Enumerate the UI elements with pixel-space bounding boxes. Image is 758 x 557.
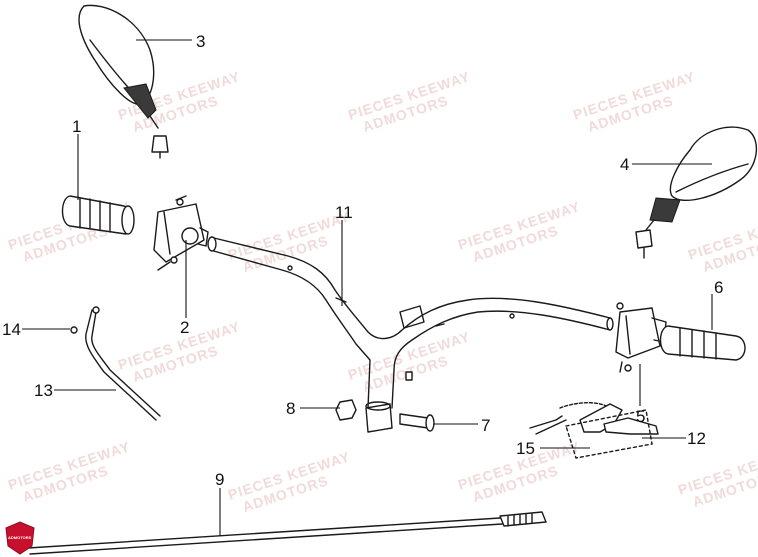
callout-6: 6 [714,278,723,297]
callout-12: 12 [687,429,706,448]
right-throttle-grip [659,325,746,361]
left-grip [61,195,135,235]
callout-2: 2 [180,318,189,337]
callout-3: 3 [196,32,205,51]
callout-14: 14 [2,320,21,339]
handlebar [207,236,614,409]
callout-15: 15 [516,439,535,458]
bar-clamp [365,401,393,433]
long-cable [27,511,547,555]
nut [335,399,357,421]
callout-5: 5 [636,407,645,426]
callout-7: 7 [481,416,490,435]
callout-1: 1 [72,117,81,136]
callout-4: 4 [620,155,629,174]
right-mirror [635,126,758,259]
leader-lines [22,39,713,536]
throttle-cable [70,306,161,421]
logo-text: ADMOTORS [8,535,32,540]
admotors-logo: ADMOTORS [5,521,35,555]
bolt [399,413,435,432]
left-switch-housing [153,195,209,271]
callout-8: 8 [286,399,295,418]
left-mirror [78,4,169,159]
callout-9: 9 [215,470,224,489]
brake-lever-assembly [529,402,659,459]
callout-13: 13 [34,381,53,400]
right-switch-housing [615,302,667,373]
callout-11: 11 [335,203,353,222]
